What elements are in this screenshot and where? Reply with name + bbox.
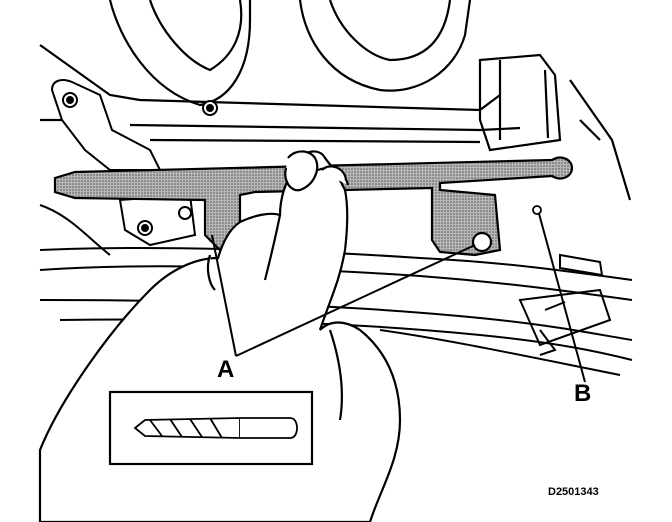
drill-inset — [108, 390, 314, 466]
leader-lines — [211, 209, 586, 383]
document-id: D2501343 — [548, 486, 599, 498]
callout-a: A — [217, 356, 235, 383]
leader-b — [537, 209, 586, 383]
leader-a-left — [211, 234, 237, 357]
left-bracket — [50, 79, 218, 247]
callout-b: B — [574, 380, 592, 407]
hole-b — [532, 205, 542, 215]
holding-tool — [53, 156, 574, 257]
drill-bit-icon — [133, 417, 298, 439]
leader-a-right — [235, 244, 476, 357]
